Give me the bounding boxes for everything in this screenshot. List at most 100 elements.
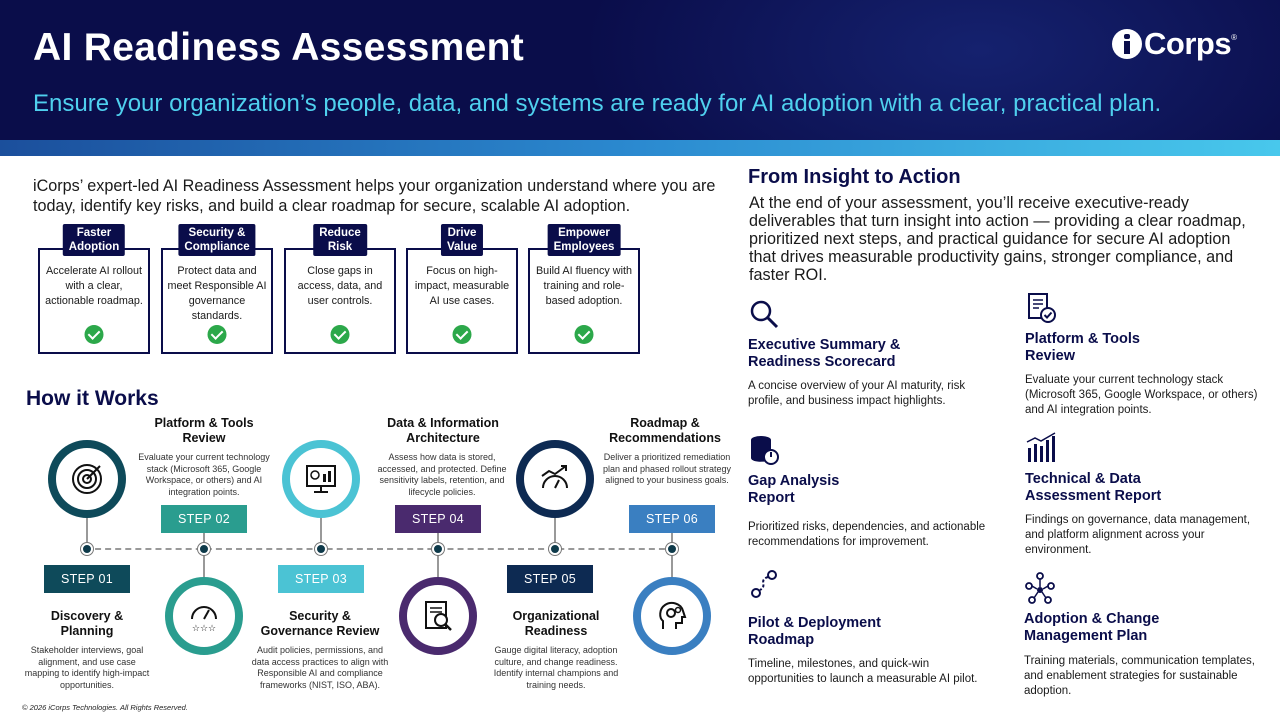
step-02-desc: Evaluate your current technology stack (… bbox=[138, 452, 270, 497]
step-04-circle bbox=[399, 577, 477, 655]
timeline-connector bbox=[671, 555, 673, 580]
step-05-label: STEP 05 bbox=[507, 565, 593, 593]
benefit-tag: Drive Value bbox=[440, 224, 484, 256]
step-06-title: Roadmap & Recommendations bbox=[609, 416, 721, 445]
step-01-circle bbox=[48, 440, 126, 518]
benefit-text: Focus on high-impact, measurable AI use … bbox=[414, 265, 510, 307]
route-icon bbox=[751, 570, 777, 598]
deliverable-title: Executive Summary & Readiness Scorecard bbox=[748, 337, 901, 370]
step-05-desc: Gauge digital literacy, adoption culture… bbox=[493, 645, 619, 690]
head-gears-icon bbox=[659, 602, 687, 629]
how-it-works-title: How it Works bbox=[26, 387, 159, 410]
benefit-card: Security & Compliance Protect data and m… bbox=[161, 224, 273, 354]
page-title: AI Readiness Assessment bbox=[33, 26, 525, 69]
icorps-logo: Corps ® bbox=[1112, 26, 1237, 62]
document-search-icon bbox=[425, 601, 452, 631]
deliverable-title: Pilot & Deployment Roadmap bbox=[748, 615, 881, 648]
svg-text:☆☆☆: ☆☆☆ bbox=[192, 624, 216, 633]
performance-chart-icon bbox=[541, 465, 568, 489]
step-02-title: Platform & Tools Review bbox=[154, 416, 254, 445]
deliverable-item: Executive Summary & Readiness Scorecard … bbox=[748, 298, 988, 409]
deliverable-title: Platform & Tools Review bbox=[1025, 331, 1140, 364]
step-06-circle bbox=[633, 577, 711, 655]
checkmark-icon bbox=[574, 325, 594, 344]
header-stripe bbox=[0, 140, 1280, 156]
timeline-connector bbox=[437, 555, 439, 580]
step-04-label: STEP 04 bbox=[395, 505, 481, 533]
deliverable-desc: A concise overview of your AI maturity, … bbox=[748, 380, 966, 407]
logo-wordmark: Corps bbox=[1144, 26, 1232, 61]
benefit-tag: Security & Compliance bbox=[178, 224, 256, 256]
header-glow bbox=[580, 0, 1280, 140]
benefit-card: Empower Employees Build AI fluency with … bbox=[528, 224, 640, 354]
step-03-title: Security & Governance Review bbox=[260, 609, 380, 638]
page-subtitle: Ensure your organization’s people, data,… bbox=[33, 90, 1162, 117]
logo-registered: ® bbox=[1231, 32, 1237, 42]
bar-chart-icon bbox=[1026, 432, 1056, 462]
gauge-stars-icon: ☆☆☆ bbox=[191, 606, 217, 633]
network-icon bbox=[1025, 572, 1055, 604]
timeline-dot bbox=[315, 543, 327, 555]
database-icon bbox=[751, 436, 779, 465]
step-02-circle: ☆☆☆ bbox=[165, 577, 243, 655]
magnifier-icon bbox=[750, 300, 779, 329]
timeline-connector bbox=[320, 515, 322, 543]
intro-text: iCorps’ expert-led AI Readiness Assessme… bbox=[33, 177, 716, 215]
deliverable-desc: Evaluate your current technology stack (… bbox=[1025, 374, 1258, 416]
checkmark-icon bbox=[84, 325, 104, 344]
timeline-connector bbox=[554, 515, 556, 543]
timeline-connector bbox=[86, 515, 88, 545]
insight-title: From Insight to Action bbox=[748, 166, 961, 188]
step-01-label: STEP 01 bbox=[44, 565, 130, 593]
step-02-label: STEP 02 bbox=[161, 505, 247, 533]
checkmark-icon bbox=[330, 325, 350, 344]
benefit-text: Build AI fluency with training and role-… bbox=[535, 265, 633, 307]
deliverable-desc: Findings on governance, data management,… bbox=[1025, 514, 1251, 556]
benefit-tag: Faster Adoption bbox=[62, 224, 126, 256]
step-03-circle bbox=[282, 440, 360, 518]
timeline-connector bbox=[671, 533, 673, 543]
timeline-dot bbox=[198, 543, 210, 555]
dashboard-monitor-icon bbox=[306, 465, 336, 493]
step-05-title: Organizational Readiness bbox=[512, 609, 600, 638]
step-03-desc: Audit policies, permissions, and data ac… bbox=[251, 645, 389, 690]
timeline-connector bbox=[203, 555, 205, 580]
deliverable-title: Adoption & Change Management Plan bbox=[1024, 611, 1160, 644]
checkmark-icon bbox=[207, 325, 227, 344]
header-banner: AI Readiness Assessment Ensure your orga… bbox=[0, 0, 1280, 140]
logo-i-icon bbox=[1112, 29, 1142, 59]
benefit-tag: Empower Employees bbox=[547, 224, 621, 256]
step-01-title: Discovery & Planning bbox=[50, 609, 124, 638]
timeline-dot bbox=[666, 543, 678, 555]
checkmark-icon bbox=[452, 325, 472, 344]
step-06-desc: Deliver a prioritized remediation plan a… bbox=[602, 452, 732, 485]
deliverable-desc: Prioritized risks, dependencies, and act… bbox=[748, 521, 986, 548]
timeline-dot bbox=[549, 543, 561, 555]
deliverable-desc: Timeline, milestones, and quick-win oppo… bbox=[748, 658, 978, 685]
timeline-connector bbox=[437, 533, 439, 543]
document-check-icon bbox=[1028, 293, 1056, 323]
benefit-tag: Reduce Risk bbox=[313, 224, 367, 256]
benefit-text: Accelerate AI rollout with a clear, acti… bbox=[45, 265, 143, 307]
benefit-text: Protect data and meet Responsible AI gov… bbox=[167, 265, 267, 322]
deliverable-item: Adoption & Change Management Plan Traini… bbox=[1024, 572, 1264, 699]
step-04-desc: Assess how data is stored, accessed, and… bbox=[377, 452, 507, 497]
benefit-card: Reduce Risk Close gaps in access, data, … bbox=[284, 224, 396, 354]
insight-intro: At the end of your assessment, you’ll re… bbox=[749, 194, 1246, 284]
step-06-label: STEP 06 bbox=[629, 505, 715, 533]
timeline-dot bbox=[81, 543, 93, 555]
deliverable-item: Technical & Data Assessment Report Findi… bbox=[1025, 432, 1265, 558]
benefit-text: Close gaps in access, data, and user con… bbox=[297, 265, 383, 307]
deliverable-title: Technical & Data Assessment Report bbox=[1025, 471, 1162, 504]
deliverable-item: Gap Analysis Report Prioritized risks, d… bbox=[748, 434, 988, 550]
deliverable-title: Gap Analysis Report bbox=[748, 473, 840, 506]
step-01-desc: Stakeholder interviews, goal alignment, … bbox=[24, 645, 150, 690]
benefit-card: Drive Value Focus on high-impact, measur… bbox=[406, 224, 518, 354]
benefit-card: Faster Adoption Accelerate AI rollout wi… bbox=[38, 224, 150, 354]
deliverable-desc: Training materials, communication templa… bbox=[1024, 655, 1255, 697]
target-icon bbox=[72, 464, 102, 494]
deliverable-item: Pilot & Deployment Roadmap Timeline, mil… bbox=[748, 568, 988, 687]
timeline-connector bbox=[203, 533, 205, 543]
deliverable-item: Platform & Tools Review Evaluate your cu… bbox=[1025, 292, 1265, 418]
timeline-line bbox=[85, 548, 675, 550]
